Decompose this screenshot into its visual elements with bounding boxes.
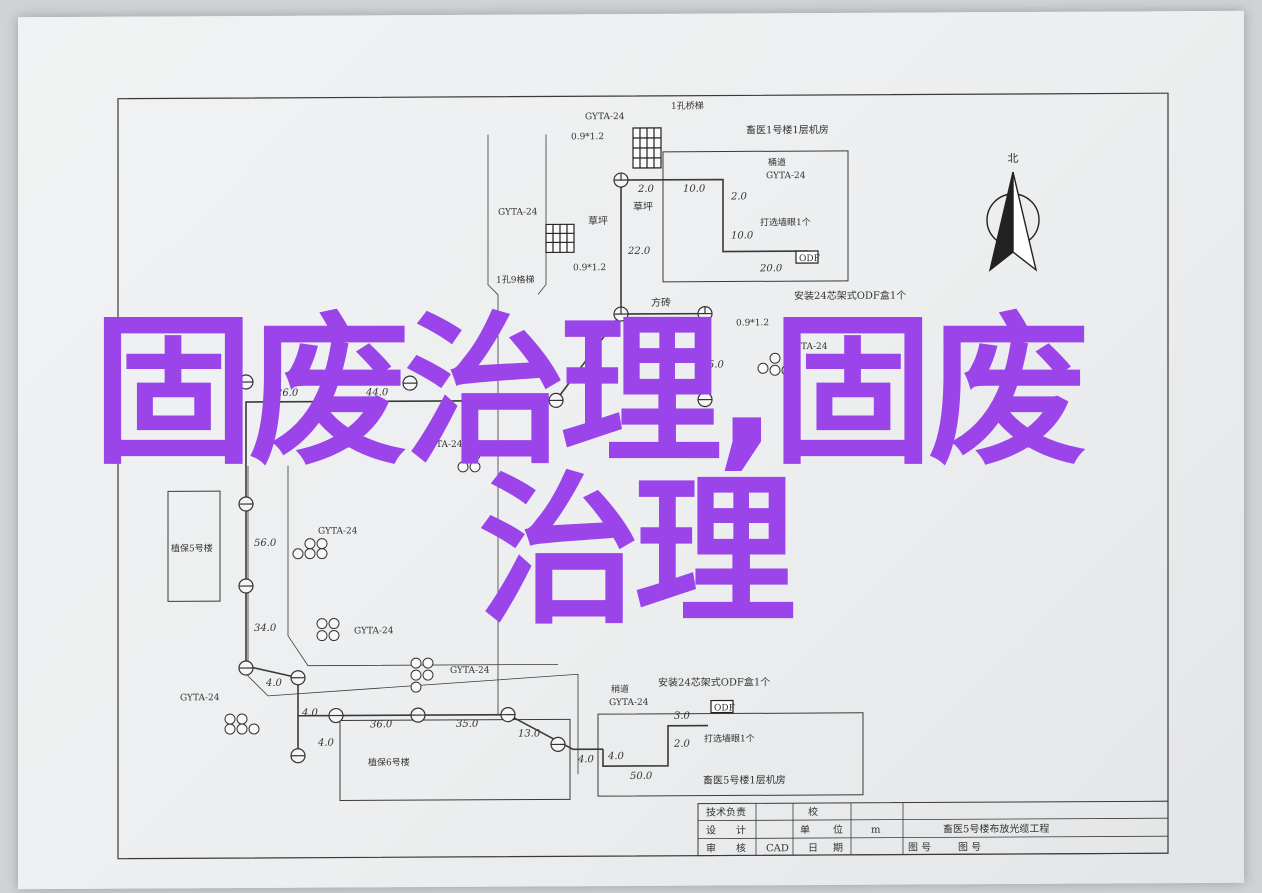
pole-marker <box>697 306 713 322</box>
brick-label: 方砖 <box>651 296 671 309</box>
south-room-label: 畜医5号楼1层机房 <box>703 773 786 786</box>
figure-number-label: 图 号 <box>908 841 931 853</box>
title-block-cell: 校 <box>808 805 818 818</box>
cable-code: GYTA-24 <box>498 207 538 217</box>
distance-label: 5.0 <box>708 360 725 371</box>
distance-label: 35.0 <box>456 719 479 730</box>
pole-marker <box>238 374 254 390</box>
grass-label: 草坪 <box>633 200 653 213</box>
pole-marker <box>410 707 426 723</box>
title-block-cell: 日 <box>808 843 818 854</box>
pole-spec: 0.9*1.2 <box>736 318 769 328</box>
distance-label: 4.0 <box>301 708 319 719</box>
distance-label: 10.0 <box>683 184 706 195</box>
drawing-frame <box>117 92 1169 860</box>
pole-marker <box>290 748 306 764</box>
distance-label: 2.0 <box>637 184 655 195</box>
title-block <box>697 800 1169 857</box>
distance-label: 4.0 <box>607 751 625 762</box>
distance-label: 2.0 <box>673 739 691 750</box>
pole-marker <box>697 392 713 408</box>
cable-code: GYTA-24 <box>180 693 220 703</box>
north-room-outline <box>662 150 849 283</box>
odf-box-north <box>795 250 819 264</box>
distance-label: 4.0 <box>317 738 335 749</box>
cable-code: GYTA-24 <box>423 440 463 450</box>
cable-code: GYTA-24 <box>318 526 358 536</box>
conduit-title: 桶道 <box>768 156 786 168</box>
pole-marker <box>238 660 254 676</box>
pole-marker <box>550 736 566 752</box>
odf-box-south <box>710 699 734 714</box>
grass-label: 草坪 <box>588 214 608 227</box>
cable-reels <box>224 352 793 735</box>
distance-label: 3.0 <box>674 711 691 722</box>
pole-marker <box>500 707 516 723</box>
pole-marker <box>402 375 418 391</box>
south-building-label: 植保6号楼 <box>368 756 410 768</box>
title-block-cell: 审 <box>706 842 716 855</box>
cable-code: GYTA-24 <box>788 342 828 352</box>
distance-label: 10.0 <box>731 230 754 241</box>
title-block-cell: 计 <box>736 823 746 836</box>
distance-label: 56.0 <box>254 538 277 549</box>
south-building-outline <box>339 718 571 802</box>
handhole-grids <box>545 127 662 254</box>
pole-markers <box>238 172 713 764</box>
cable-code: GYTA-24 <box>585 112 625 122</box>
wall-note: 打选墙眼1个 <box>704 732 755 744</box>
title-block-cell: 设 <box>706 825 716 837</box>
distance-label: 2.0 <box>730 191 748 202</box>
distance-label: 4.0 <box>577 754 595 765</box>
pole-marker <box>238 578 254 594</box>
project-title: 畜医5号楼布放光缆工程 <box>943 822 1049 836</box>
figure-number-label: 图 号 <box>958 841 981 853</box>
title-block-cell: 单 <box>800 824 810 836</box>
pole-marker <box>548 392 564 408</box>
distance-label: 34.0 <box>254 623 277 634</box>
title-block-cell: 核 <box>736 841 746 854</box>
conduit-title: 稍道 <box>611 683 629 695</box>
pole-spec: 0.9*1.2 <box>571 132 604 142</box>
west-building-label: 植保5号楼 <box>171 542 213 554</box>
odf-box-label: ODF <box>714 703 735 713</box>
distance-label: 22.0 <box>627 246 651 257</box>
title-block-cell: m <box>871 825 881 836</box>
distance-label: 20.0 <box>759 263 783 274</box>
west-building-outline <box>167 490 221 602</box>
conduit-code: GYTA-24 <box>609 698 649 708</box>
pole-marker <box>328 707 344 724</box>
cable-code: GYTA-24 <box>354 626 394 636</box>
odf-box-label: ODF <box>799 254 820 264</box>
distance-label: 44.0 <box>365 387 389 398</box>
distance-label: 4.0 <box>265 678 283 689</box>
wall-note: 打选墙眼1个 <box>760 216 811 228</box>
title-block-cell: 期 <box>833 842 843 854</box>
engineering-drawing: 北 畜医1号楼1层机房 畜医5号楼1层机房 植保5号楼 植保6号楼 1孔桥梯 1… <box>117 92 1169 860</box>
distance-label: 36.0 <box>370 719 393 730</box>
odf-note: 安装24芯架式ODF盒1个 <box>658 675 770 689</box>
pole-marker <box>238 496 254 512</box>
title-block-cell: 技术负责 <box>706 805 746 818</box>
paper-sheet: 北 畜医1号楼1层机房 畜医5号楼1层机房 植保5号楼 植保6号楼 1孔桥梯 1… <box>18 10 1244 890</box>
distance-label: 26.0 <box>275 388 299 399</box>
pole-marker <box>613 172 629 188</box>
north-room-label: 畜医1号楼1层机房 <box>746 123 829 136</box>
pole-marker <box>613 306 629 322</box>
north-label: 北 <box>1008 152 1019 165</box>
conduit-code: GYTA-24 <box>766 171 806 181</box>
handhole-label: 1孔9格梯 <box>496 274 534 286</box>
distance-label: 50.0 <box>630 771 653 782</box>
odf-note: 安装24芯架式ODF盒1个 <box>794 289 906 303</box>
north-arrow <box>986 171 1040 272</box>
cable-code: GYTA-24 <box>450 666 490 676</box>
handhole-label: 1孔桥梯 <box>671 100 704 112</box>
title-block-cell: 位 <box>833 823 843 836</box>
title-block-cell: CAD <box>766 843 789 854</box>
pole-spec: 0.9*1.2 <box>573 263 606 273</box>
south-room-outline <box>597 712 864 797</box>
distance-label: 13.0 <box>518 728 541 739</box>
pole-marker <box>290 670 306 686</box>
